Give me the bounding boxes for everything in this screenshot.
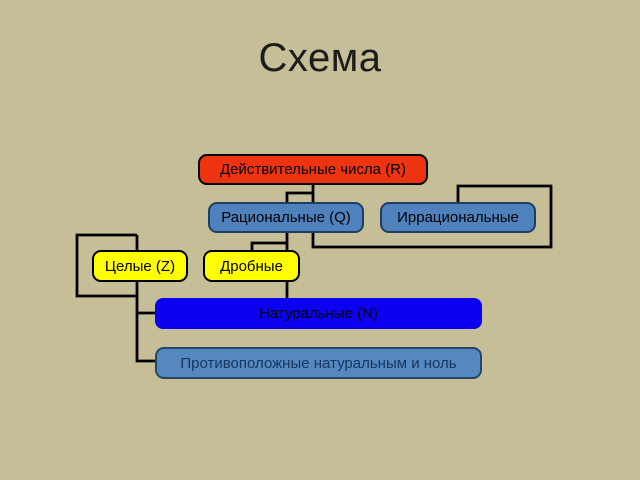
node-irrational-label: Иррациональные — [397, 209, 519, 226]
node-opposite-natural-and-zero-label: Противоположные натуральным и ноль — [180, 354, 457, 372]
node-fractional-label: Дробные — [220, 257, 283, 275]
connector-rational-to-fractional — [250, 241, 287, 252]
node-natural-label: Натуральные (N) — [259, 305, 378, 322]
node-integers: Целые (Z) — [92, 250, 188, 282]
node-rational: Рациональные (Q) — [208, 202, 364, 233]
node-fractional: Дробные — [203, 250, 300, 282]
node-natural: Натуральные (N) — [155, 298, 482, 329]
node-integers-label: Целые (Z) — [104, 257, 176, 275]
node-real-numbers-label: Действительные числа (R) — [219, 161, 407, 178]
slide-title: Схема — [258, 36, 382, 80]
node-irrational: Иррациональные — [380, 202, 536, 233]
node-rational-label: Рациональные (Q) — [221, 209, 351, 226]
node-opposite-natural-and-zero: Противоположные натуральным и ноль — [155, 347, 482, 379]
connector-real-to-rational — [285, 191, 313, 204]
connector-left-bracket — [75, 233, 137, 298]
connector-real-to-irrational — [311, 183, 553, 249]
node-real-numbers: Действительные числа (R) — [198, 154, 428, 185]
